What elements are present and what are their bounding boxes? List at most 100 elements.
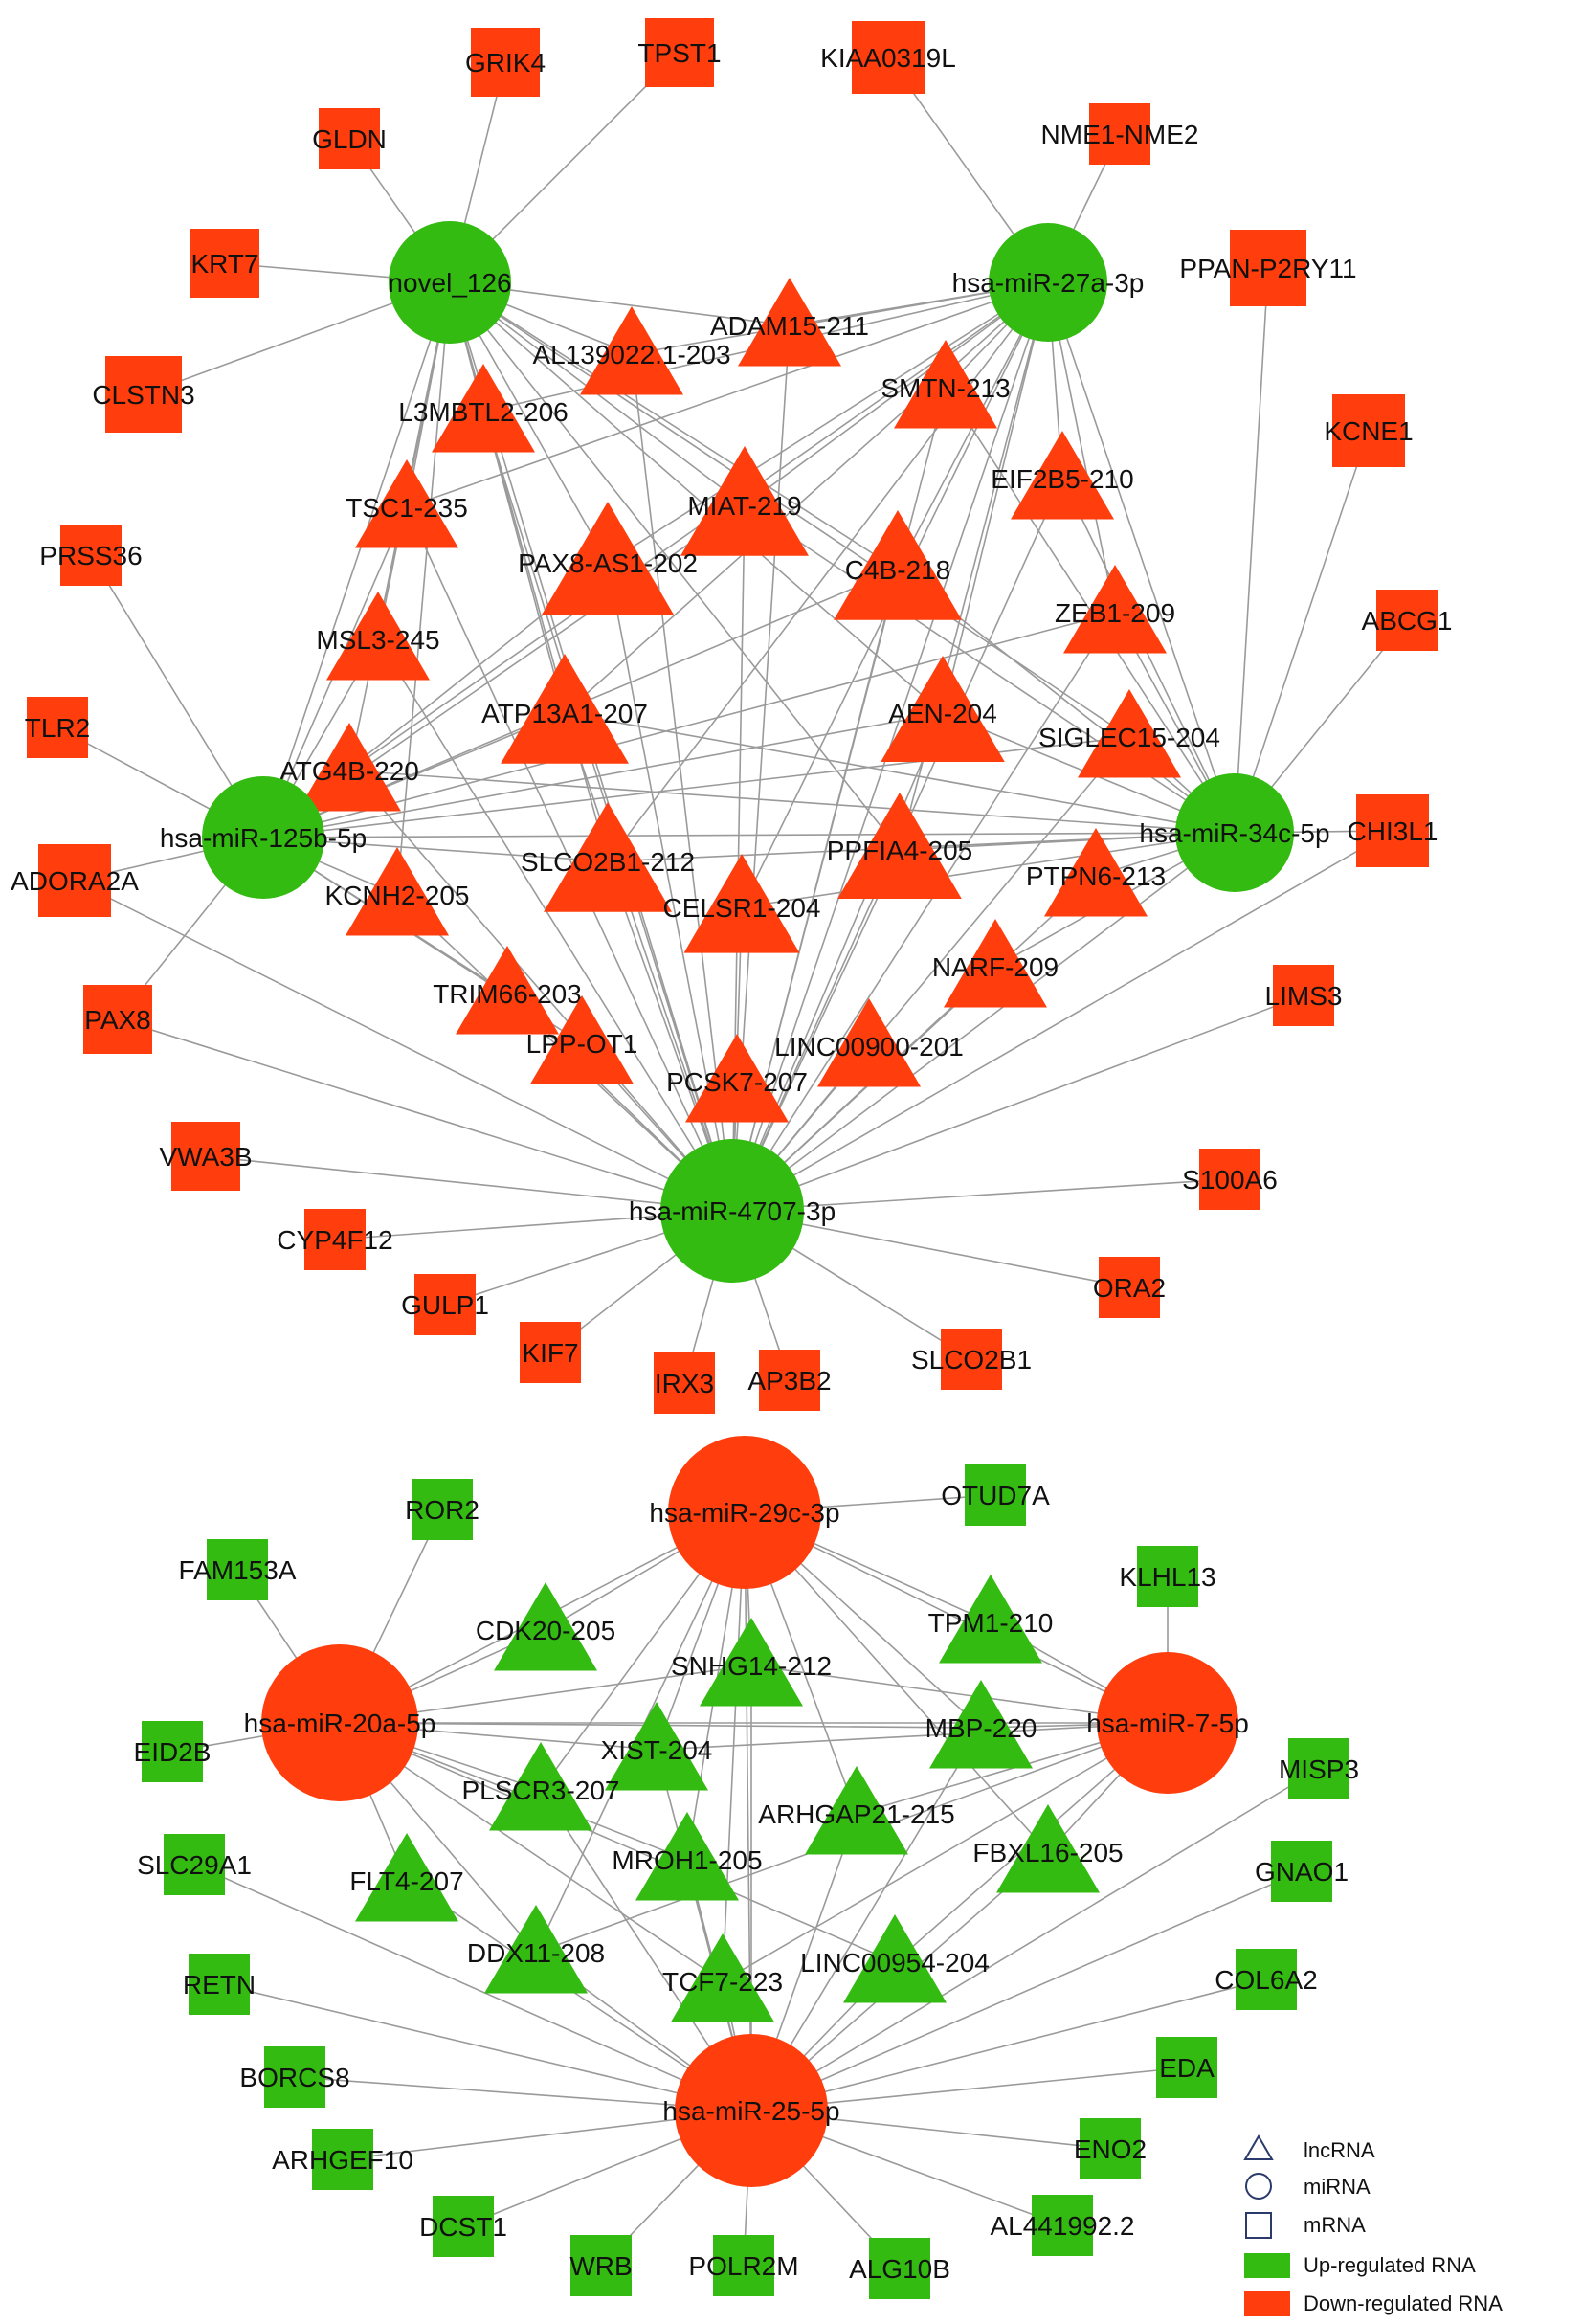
node-fbxl16-205: FBXL16-205 bbox=[972, 1804, 1124, 1893]
mrna-square bbox=[941, 1329, 1002, 1390]
node-abcg1: ABCG1 bbox=[1362, 590, 1452, 651]
edge-m25-retn bbox=[218, 1983, 752, 2112]
node-label: EIF2B5-210 bbox=[991, 464, 1133, 494]
node-pax8-as1-202: PAX8-AS1-202 bbox=[518, 502, 698, 615]
node-label: LPP-OT1 bbox=[526, 1029, 638, 1059]
node-pax8: PAX8 bbox=[83, 985, 152, 1054]
node-label: FBXL16-205 bbox=[972, 1838, 1123, 1867]
node-lpp-ot1: LPP-OT1 bbox=[526, 995, 638, 1084]
node-hsa-mir-25-5p: hsa-miR-25-5p bbox=[662, 2034, 840, 2187]
node-cyp4f12: CYP4F12 bbox=[277, 1209, 393, 1270]
legend-down-regulated-swatch bbox=[1244, 2291, 1290, 2316]
node-label: C4B-218 bbox=[845, 555, 951, 585]
node-ora2: ORA2 bbox=[1093, 1257, 1166, 1318]
node-eno2: ENO2 bbox=[1074, 2118, 1147, 2179]
lncrna-triangle bbox=[326, 592, 430, 681]
node-label: IRX3 bbox=[655, 1369, 714, 1398]
node-label: MIAT-219 bbox=[687, 491, 801, 521]
node-label: DCST1 bbox=[419, 2212, 507, 2242]
node-snhg14-212: SNHG14-212 bbox=[671, 1618, 832, 1707]
node-label: ATG4B-220 bbox=[279, 756, 419, 786]
edge-novel-126-aen bbox=[449, 281, 944, 714]
node-label: ALG10B bbox=[849, 2254, 950, 2284]
node-flt4-207: FLT4-207 bbox=[349, 1833, 464, 1922]
edge-m34c-atg4b bbox=[348, 770, 1236, 834]
node-wrb: WRB bbox=[569, 2235, 633, 2296]
node-tlr2: TLR2 bbox=[25, 697, 90, 758]
node-otud7a: OTUD7A bbox=[941, 1464, 1050, 1526]
mirna-circle bbox=[261, 1644, 418, 1801]
mrna-square bbox=[1230, 230, 1306, 306]
node-atg4b-220: ATG4B-220 bbox=[279, 723, 419, 812]
edge-m125b-aen bbox=[262, 712, 944, 838]
node-gldn: GLDN bbox=[312, 108, 387, 169]
node-arhgap21-215: ARHGAP21-215 bbox=[758, 1766, 955, 1855]
node-label: OTUD7A bbox=[941, 1481, 1050, 1510]
edge-m34c-celsr1 bbox=[741, 832, 1236, 908]
node-label: ADAM15-211 bbox=[710, 311, 869, 341]
mrna-square bbox=[207, 1539, 268, 1600]
node-label: CELSR1-204 bbox=[663, 893, 821, 923]
node-label: SIGLEC15-204 bbox=[1038, 723, 1220, 752]
legend-up-regulated-swatch bbox=[1244, 2253, 1290, 2278]
node-clstn3: CLSTN3 bbox=[92, 356, 195, 433]
mrna-square bbox=[1332, 394, 1405, 467]
node-celsr1-204: CELSR1-204 bbox=[663, 854, 821, 953]
mrna-square bbox=[713, 2235, 774, 2296]
node-pcsk7-207: PCSK7-207 bbox=[666, 1034, 808, 1123]
edge-m4707-aen bbox=[731, 712, 944, 1212]
lncrna-triangle bbox=[544, 802, 672, 912]
node-hsa-mir-4707-3p: hsa-miR-4707-3p bbox=[629, 1139, 836, 1283]
node-label: WRB bbox=[569, 2251, 632, 2281]
node-label: PRSS36 bbox=[39, 541, 142, 570]
edge-m4707-smtn bbox=[731, 387, 947, 1212]
node-label: hsa-miR-20a-5p bbox=[244, 1709, 436, 1738]
node-label: EDA bbox=[1159, 2053, 1215, 2083]
lncrna-triangle bbox=[738, 278, 841, 367]
edge-m7-tcf7 bbox=[722, 1722, 1169, 1982]
mirna-circle bbox=[675, 2034, 828, 2187]
node-label: POLR2M bbox=[688, 2251, 798, 2281]
node-adora2a: ADORA2A bbox=[11, 844, 139, 917]
node-label: KIAA0319L bbox=[820, 43, 956, 73]
edge-m125b-siglec15 bbox=[262, 736, 1130, 838]
node-alg10b: ALG10B bbox=[849, 2238, 950, 2299]
node-label: PCSK7-207 bbox=[666, 1067, 808, 1097]
node-label: KCNE1 bbox=[1324, 416, 1413, 446]
mrna-square bbox=[433, 2196, 494, 2257]
node-siglec15-204: SIGLEC15-204 bbox=[1038, 689, 1220, 778]
node-hsa-mir-125b-5p: hsa-miR-125b-5p bbox=[160, 776, 367, 899]
node-label: TSC1-235 bbox=[346, 493, 468, 523]
node-hsa-mir-34c-5p: hsa-miR-34c-5p bbox=[1139, 773, 1330, 892]
node-label: TRIM66-203 bbox=[433, 979, 582, 1009]
edge-m4707-chi3l1 bbox=[731, 830, 1393, 1212]
node-label: CHI3L1 bbox=[1348, 816, 1438, 846]
node-label: PAX8-AS1-202 bbox=[518, 548, 698, 578]
mrna-square bbox=[189, 1954, 250, 2015]
node-label: ADORA2A bbox=[11, 866, 139, 896]
edge-m4707-pax8 bbox=[117, 1018, 733, 1212]
node-l3mbtl2-206: L3MBTL2-206 bbox=[398, 364, 569, 453]
node-ddx11-208: DDX11-208 bbox=[467, 1905, 605, 1994]
node-label: TLR2 bbox=[25, 713, 90, 743]
legend-circle-icon bbox=[1245, 2173, 1272, 2200]
node-col6a2: COL6A2 bbox=[1215, 1949, 1318, 2010]
edge-m4707-lims3 bbox=[731, 994, 1304, 1212]
lncrna-triangle bbox=[685, 1034, 789, 1123]
lncrna-triangle bbox=[929, 1680, 1033, 1769]
node-label: MISP3 bbox=[1279, 1754, 1359, 1784]
node-msl3-245: MSL3-245 bbox=[316, 592, 440, 681]
lncrna-triangle bbox=[501, 654, 629, 764]
node-atp13a1-207: ATP13A1-207 bbox=[481, 654, 648, 764]
node-krt7: KRT7 bbox=[190, 229, 259, 298]
node-al139022-1-203: AL139022.1-203 bbox=[532, 306, 731, 395]
lncrna-triangle bbox=[605, 1702, 708, 1791]
node-grik4: GRIK4 bbox=[465, 28, 546, 97]
mrna-square bbox=[27, 697, 88, 758]
legend-mrna-label: mRNA bbox=[1304, 2213, 1366, 2237]
mrna-square bbox=[654, 1352, 715, 1414]
lncrna-triangle bbox=[346, 847, 449, 936]
mrna-square bbox=[1137, 1546, 1198, 1607]
node-prss36: PRSS36 bbox=[39, 525, 143, 586]
